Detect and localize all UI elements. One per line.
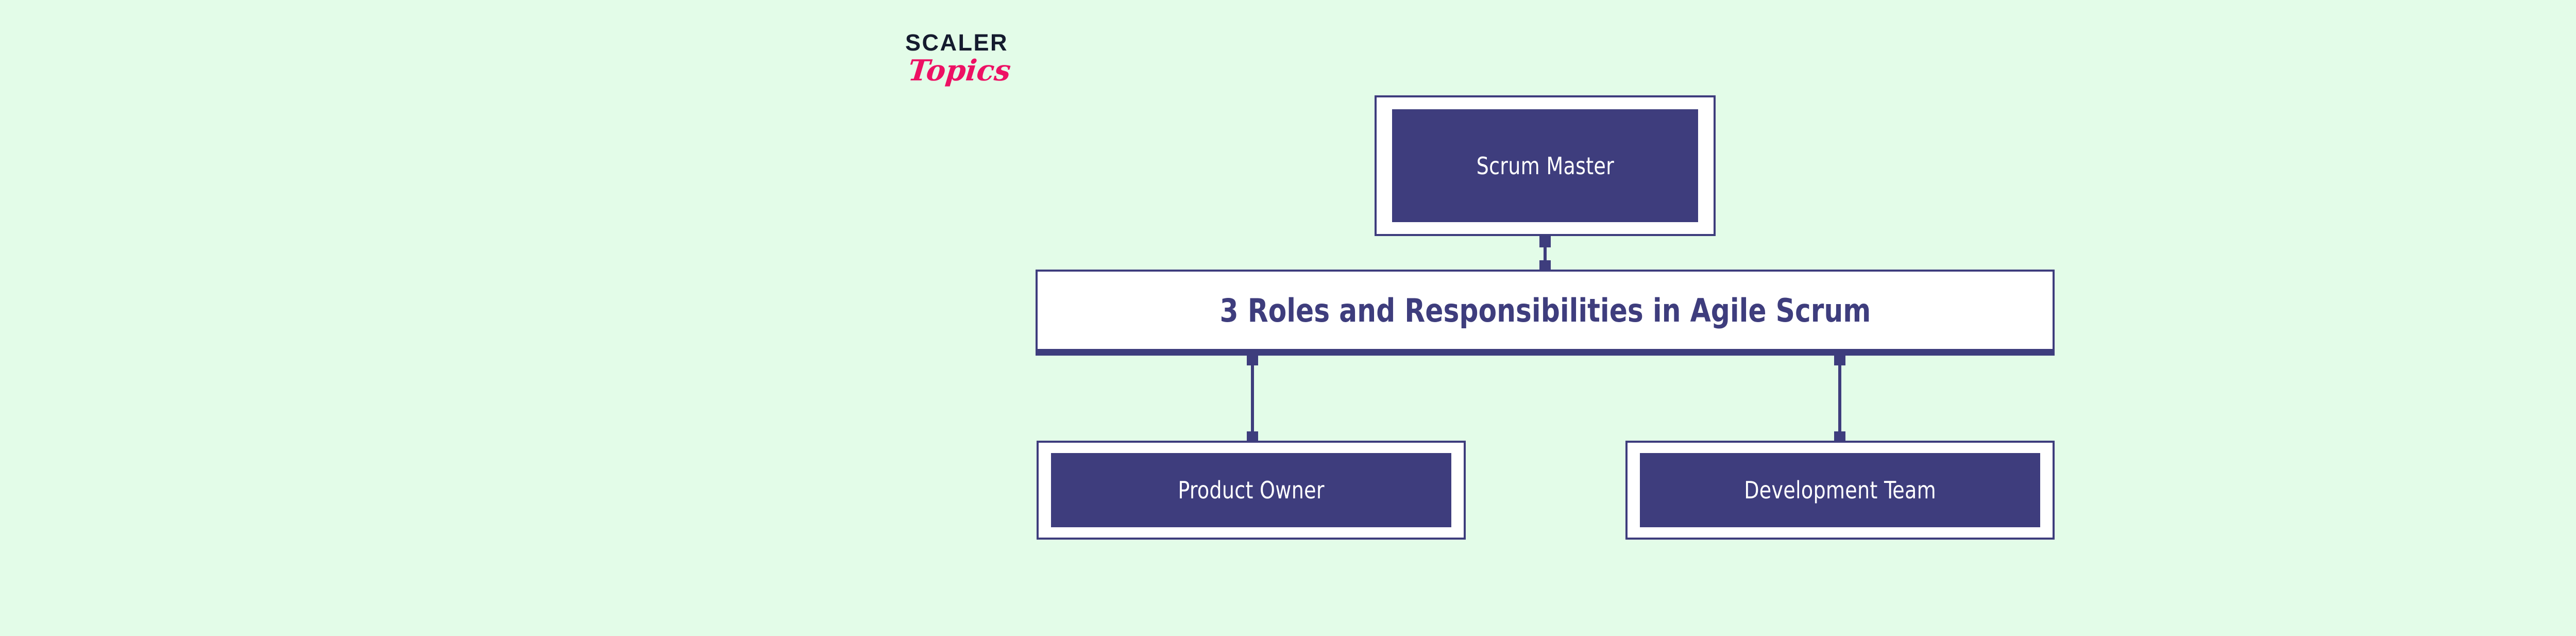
node-product-owner-fill: Product Owner [1051, 453, 1451, 527]
connector-title-to-product-owner [1247, 354, 1258, 443]
node-development-team-fill: Development Team [1640, 453, 2040, 527]
connector-scrum-master-to-title [1539, 236, 1551, 272]
diagram-title-bar: 3 Roles and Responsibilities in Agile Sc… [1036, 270, 2055, 356]
connector-title-to-development-team [1834, 354, 1845, 443]
connector-endpoint-bottom [1247, 431, 1258, 443]
scaler-topics-logo: SCALER Topics [905, 31, 1060, 98]
connector-line [1251, 354, 1254, 443]
node-product-owner-label: Product Owner [1178, 476, 1325, 504]
connector-line [1838, 354, 1841, 443]
node-scrum-master: Scrum Master [1375, 95, 1716, 236]
connector-endpoint-top [1539, 236, 1551, 247]
node-development-team-label: Development Team [1744, 476, 1936, 504]
connector-endpoint-top [1247, 354, 1258, 365]
connector-endpoint-top [1834, 354, 1845, 365]
connector-endpoint-bottom [1834, 431, 1845, 443]
connector-endpoint-bottom [1539, 260, 1551, 272]
node-scrum-master-label: Scrum Master [1476, 152, 1614, 180]
diagram-title-text: 3 Roles and Responsibilities in Agile Sc… [1219, 291, 1871, 329]
node-development-team: Development Team [1625, 441, 2055, 540]
logo-script-topics: Topics [906, 54, 1013, 88]
connector-line [1544, 236, 1547, 272]
node-scrum-master-fill: Scrum Master [1392, 109, 1698, 222]
logo-wordmark: SCALER [905, 29, 1009, 56]
node-product-owner: Product Owner [1037, 441, 1466, 540]
